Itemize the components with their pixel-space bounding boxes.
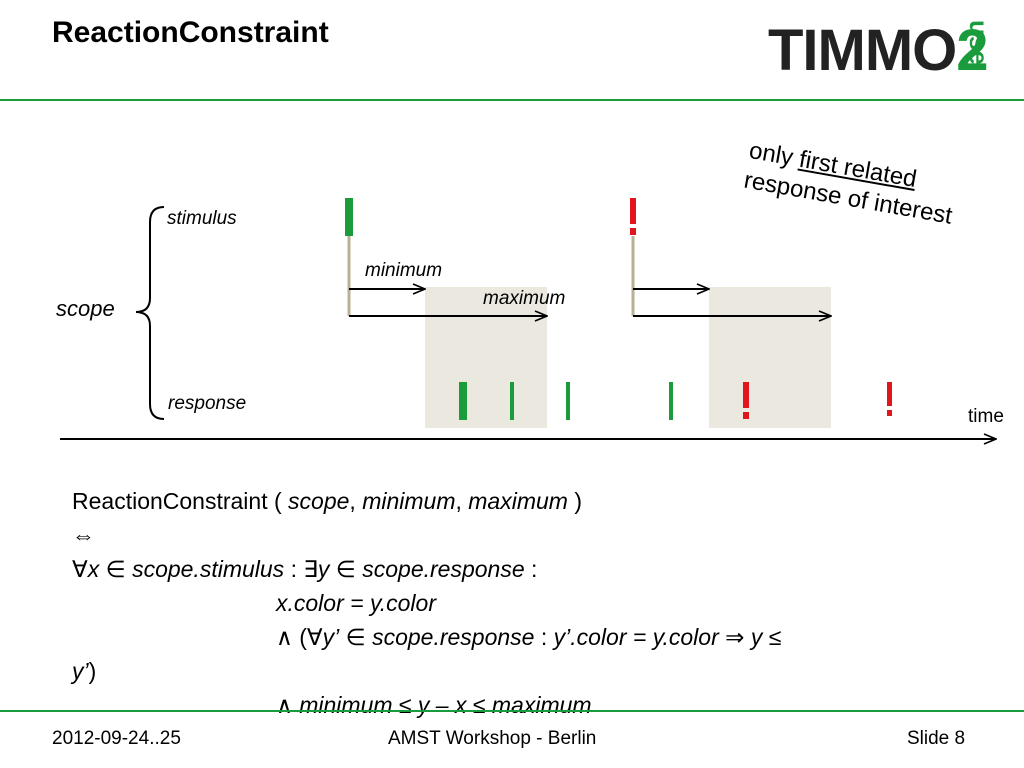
response-event-red-2-bar: [887, 382, 892, 406]
logo-two: 2: [956, 18, 988, 83]
time-label: time: [968, 406, 1004, 427]
stimulus-event-red-bar: [630, 198, 636, 224]
footer-date: 2012-09-24..25: [52, 728, 181, 749]
response-event-4: [669, 382, 673, 420]
colon: :: [534, 624, 554, 650]
and-symbol: ∧ (: [276, 624, 307, 650]
close-paren: ): [88, 658, 97, 684]
response-event-1: [459, 382, 467, 420]
maximum-label: maximum: [483, 288, 566, 309]
formula-line-3: ∀x ∈ scope.stimulus : ∃y ∈ scope.respons…: [72, 552, 537, 586]
response-event-red-1-bar: [743, 382, 749, 408]
timmo2use-logo: TIMMO2 use: [768, 18, 1018, 84]
response-event-red-1-dot: [743, 412, 749, 419]
formula-line-7: ∧ minimum ≤ y – x ≤ maximum: [276, 688, 592, 722]
formula-close-paren: ): [567, 488, 582, 514]
forall-symbol: ∀: [306, 624, 323, 650]
and-symbol: ∧: [276, 692, 300, 718]
formula-arg-minimum: minimum: [362, 488, 456, 514]
response-window-2: [709, 287, 831, 428]
slide-title: ReactionConstraint: [52, 16, 329, 49]
footer-divider: [0, 710, 1024, 712]
element-of-symbol: ∈: [339, 624, 373, 650]
formula-comma: ,: [455, 488, 469, 514]
logo-text: TIMMO2: [768, 18, 989, 84]
response-window-1: [425, 287, 547, 428]
footer-slide-number: Slide 8: [907, 728, 966, 749]
formula-arg-maximum: maximum: [468, 488, 568, 514]
formula-line-5: ∧ (∀y’ ∈ scope.response : y’.color = y.c…: [276, 620, 781, 654]
response-label: response: [168, 393, 247, 414]
timing-bounds: minimum ≤ y – x ≤ maximum: [299, 692, 592, 718]
stimulus-event-red-dot: [630, 228, 636, 235]
formula-comma: ,: [349, 488, 363, 514]
scope-response: scope.response: [362, 556, 525, 582]
formula-line-2: ⇔: [72, 522, 95, 548]
formula-name: ReactionConstraint (: [72, 488, 289, 514]
response-event-3: [566, 382, 570, 420]
element-of-symbol: ∈: [329, 556, 363, 582]
var-y: y: [750, 624, 763, 650]
formula-arg-scope: scope: [288, 488, 350, 514]
stimulus-event-green: [345, 198, 353, 236]
color-condition: y’.color = y.color: [553, 624, 719, 650]
scope-response: scope.response: [372, 624, 535, 650]
scope-label: scope: [56, 296, 115, 321]
le-symbol: ≤: [762, 624, 782, 650]
colon: :: [284, 556, 304, 582]
forall-symbol: ∀: [72, 556, 88, 582]
formula-line-4: x.color = y.color: [276, 586, 436, 620]
logo-main: TIMMO: [768, 18, 957, 83]
response-event-red-2-dot: [887, 410, 892, 416]
scope-brace: [135, 206, 165, 420]
response-event-2: [510, 382, 514, 420]
var-x: x: [87, 556, 100, 582]
implies-symbol: ⇒: [718, 624, 751, 650]
header-divider: [0, 99, 1024, 101]
var-y-prime: y’: [322, 624, 340, 650]
formula-line-6: y’): [72, 654, 96, 688]
exists-symbol: ∃: [303, 556, 318, 582]
footer-event: AMST Workshop - Berlin: [388, 728, 597, 749]
colon: :: [524, 556, 538, 582]
minimum-label: minimum: [365, 260, 443, 281]
scope-stimulus: scope.stimulus: [132, 556, 285, 582]
formula-line-1: ReactionConstraint ( scope, minimum, max…: [72, 484, 582, 518]
var-y: y: [317, 556, 330, 582]
color-equality: x.color = y.color: [276, 590, 436, 616]
stimulus-label: stimulus: [167, 208, 237, 229]
var-y-prime: y’: [72, 658, 89, 684]
element-of-symbol: ∈: [99, 556, 133, 582]
